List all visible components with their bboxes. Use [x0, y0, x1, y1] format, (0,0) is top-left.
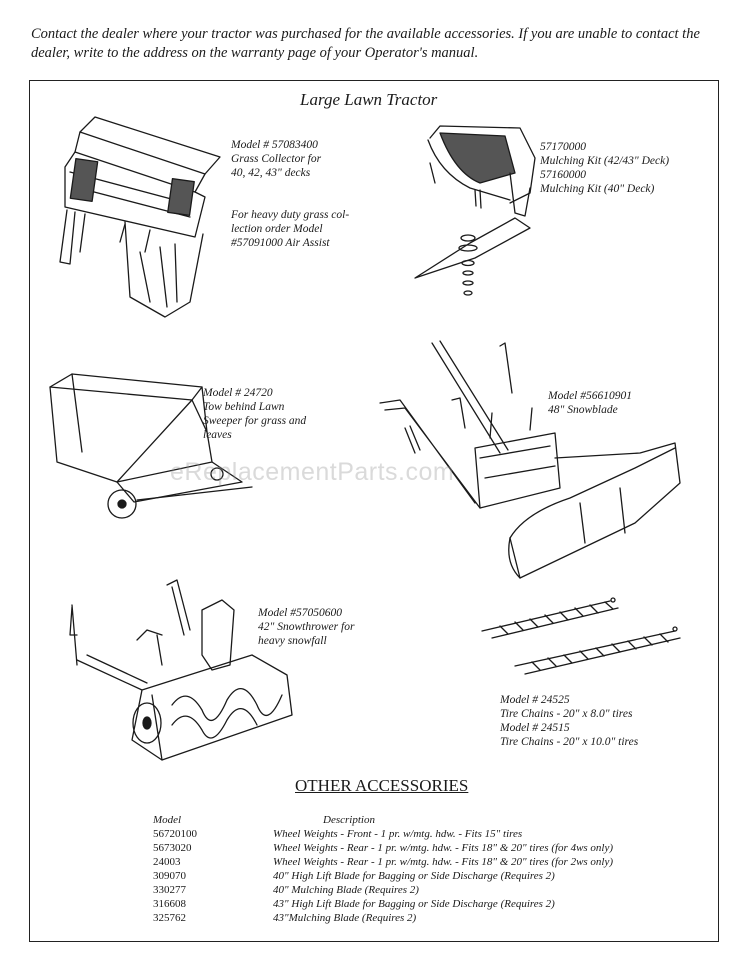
mulching-kit-illustration [414, 125, 536, 296]
tire-chains-line: Tire Chains - 20" x 10.0" tires [500, 736, 639, 748]
snowblade-line: Model #56610901 [548, 390, 633, 402]
snowblade-caption: Model #56610901 48" Snowblade [548, 389, 632, 417]
sweeper-line: leaves [203, 429, 232, 441]
grass-collector-line: 40, 42, 43" decks [231, 167, 311, 179]
section-title: Large Lawn Tractor [300, 90, 438, 109]
grass-collector-note-line: lection order Model [231, 223, 323, 235]
accessory-description: 40" Mulching Blade (Requires 2) [273, 884, 419, 896]
mulching-kit-line: 57160000 [540, 169, 586, 181]
tire-chains-illustration [481, 597, 681, 675]
mulching-kit-caption: 57170000 Mulching Kit (42/43" Deck) 5716… [540, 140, 669, 196]
intro-text: Contact the dealer where your tractor wa… [31, 26, 700, 61]
mulching-kit-line: Mulching Kit (42/43" Deck) [540, 155, 670, 167]
sweeper-line: Tow behind Lawn [203, 401, 285, 413]
sweeper-line: Sweeper for grass and [203, 415, 307, 427]
grass-collector-illustration [59, 116, 221, 318]
grass-collector-line: Grass Collector for [231, 153, 322, 165]
sweeper-line: Model # 24720 [203, 387, 273, 399]
snowthrower-illustration [69, 579, 293, 761]
grass-collector-note-line: For heavy duty grass col- [231, 209, 350, 221]
accessory-model: 309070 [153, 870, 186, 882]
sweeper-caption: Model # 24720 Tow behind Lawn Sweeper fo… [203, 386, 306, 442]
accessory-model: 330277 [153, 884, 186, 896]
accessory-description: 40" High Lift Blade for Bagging or Side … [273, 870, 555, 882]
mulching-kit-line: Mulching Kit (40" Deck) [540, 183, 655, 195]
accessory-description: Wheel Weights - Rear - 1 pr. w/mtg. hdw.… [273, 856, 614, 868]
snowthrower-line: 42" Snowthrower for [258, 621, 355, 633]
accessories-frame [29, 80, 719, 942]
accessory-description: 43"Mulching Blade (Requires 2) [273, 912, 417, 924]
accessory-model: 24003 [153, 856, 181, 868]
snowblade-illustration [379, 340, 681, 579]
grass-collector-line: Model # 57083400 [231, 139, 318, 151]
accessory-description: 43" High Lift Blade for Bagging or Side … [273, 898, 555, 910]
snowthrower-line: Model #57050600 [258, 607, 343, 619]
grass-collector-note: For heavy duty grass col- lection order … [231, 208, 361, 250]
grass-collector-caption: Model # 57083400 Grass Collector for 40,… [231, 138, 321, 180]
model-column-header: Model [153, 814, 182, 826]
description-column-header: Description [323, 814, 375, 826]
accessory-description: Wheel Weights - Rear - 1 pr. w/mtg. hdw.… [273, 842, 614, 854]
watermark: eReplacementParts.com [170, 458, 455, 486]
snowblade-line: 48" Snowblade [548, 404, 618, 416]
tire-chains-caption: Model # 24525 Tire Chains - 20" x 8.0" t… [500, 693, 638, 749]
mulching-kit-line: 57170000 [540, 141, 586, 153]
tire-chains-line: Model # 24515 [500, 722, 570, 734]
sweeper-illustration [49, 373, 253, 519]
other-accessories-title: OTHER ACCESSORIES [295, 776, 469, 795]
snowthrower-caption: Model #57050600 42" Snowthrower for heav… [258, 606, 354, 648]
accessory-model: 325762 [153, 912, 186, 924]
tire-chains-line: Tire Chains - 20" x 8.0" tires [500, 708, 633, 720]
accessory-model: 316608 [153, 898, 186, 910]
accessory-description: Wheel Weights - Front - 1 pr. w/mtg. hdw… [273, 828, 523, 840]
tire-chains-line: Model # 24525 [500, 694, 570, 706]
accessory-model: 56720100 [153, 828, 197, 840]
snowthrower-line: heavy snowfall [258, 635, 327, 647]
accessory-model: 5673020 [153, 842, 192, 854]
grass-collector-note-line: #57091000 Air Assist [231, 237, 330, 249]
